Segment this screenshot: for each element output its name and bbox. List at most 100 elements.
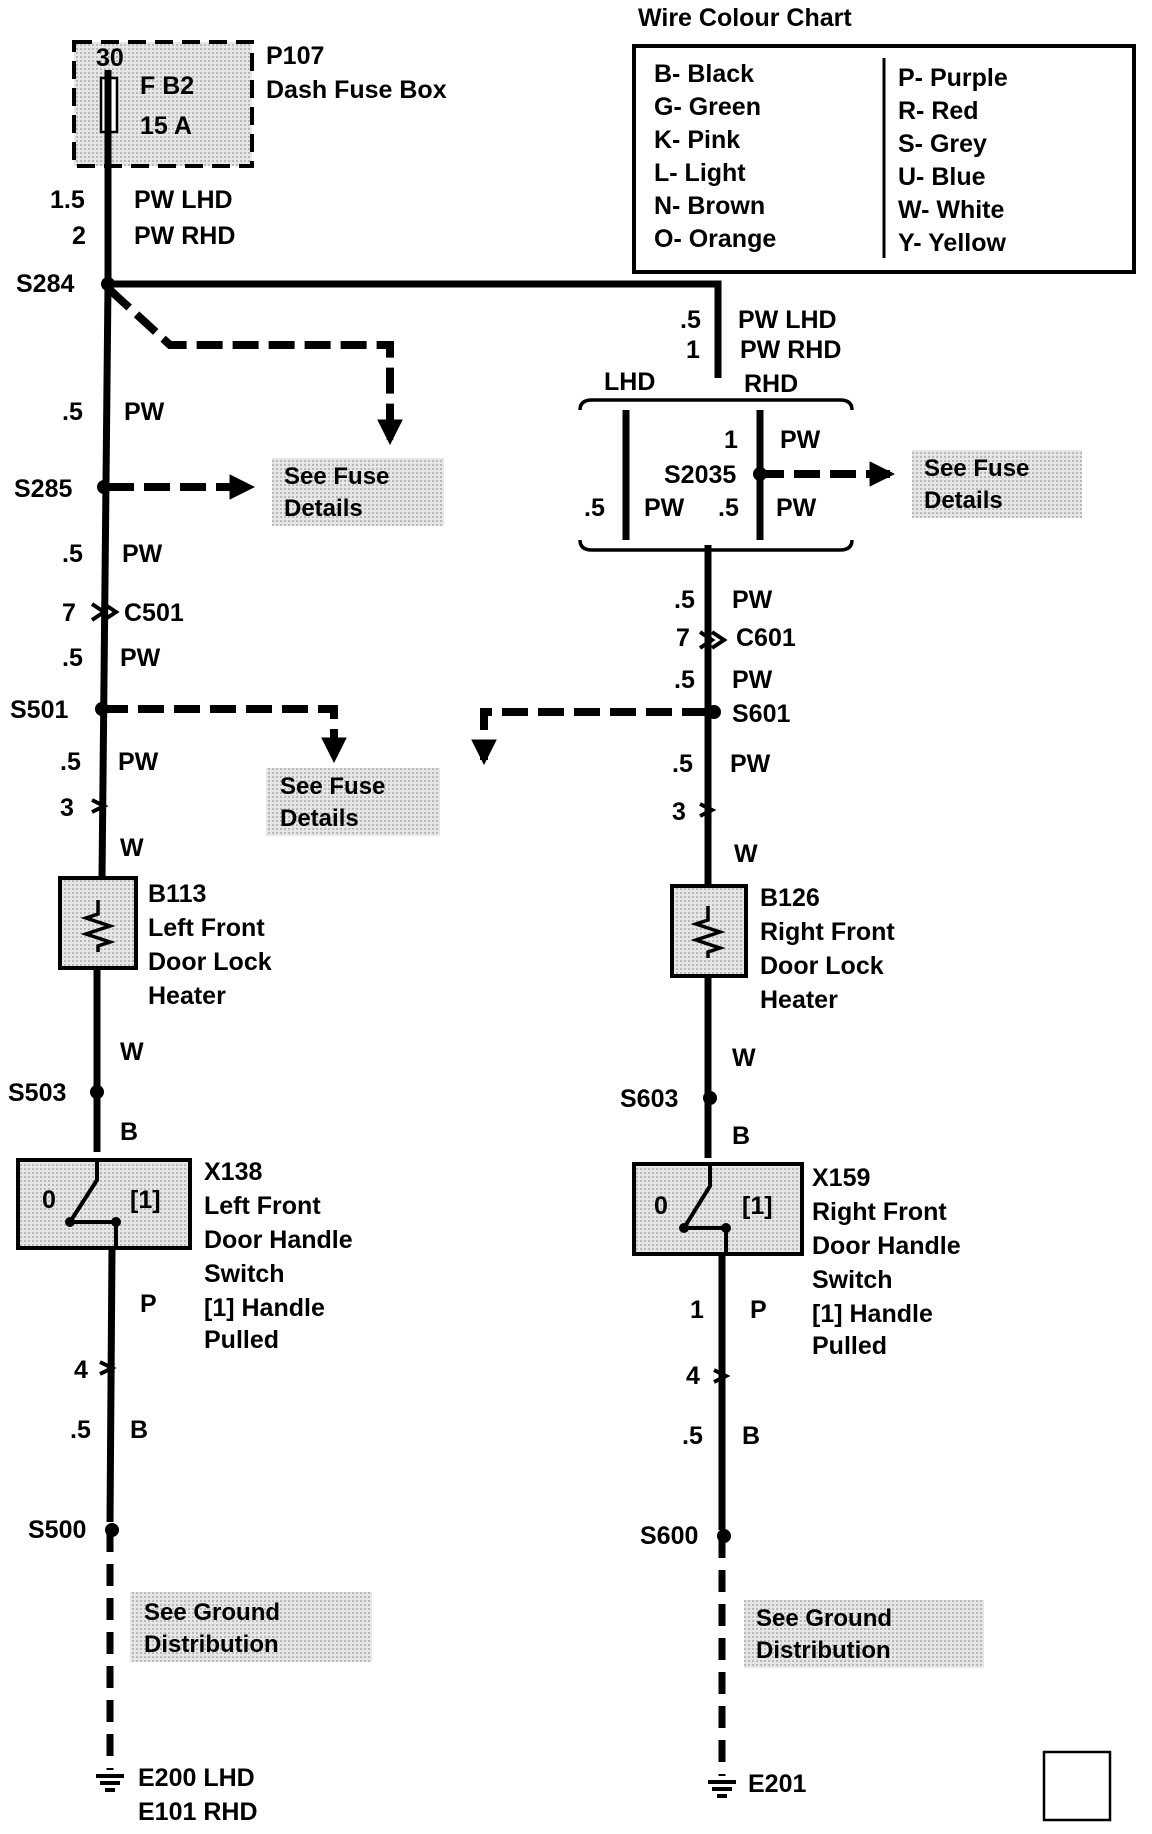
splice-dot (753, 467, 767, 481)
wire-gauge: 1 (686, 336, 700, 364)
connector-pin: 4 (74, 1356, 88, 1384)
colour-code-entry: N- Brown (654, 192, 765, 220)
ground-icon (708, 1780, 736, 1798)
see-fuse-box (912, 450, 1082, 518)
component-name: [1] Handle (204, 1294, 325, 1322)
connector-symbol (90, 602, 120, 622)
switch-right-box (632, 1162, 804, 1256)
wire-color: PW (644, 494, 685, 522)
fuse-ref-arrow (102, 705, 347, 764)
wire-color: PW (730, 750, 771, 778)
connector-pin: 3 (672, 798, 686, 826)
fuse-name: F B2 (140, 72, 194, 100)
wire-color: W (120, 1038, 144, 1066)
component-id: B113 (148, 880, 206, 908)
connector-label: C501 (124, 599, 184, 627)
wire-color: B (120, 1118, 138, 1146)
component-name: [1] Handle (812, 1300, 933, 1328)
connector-symbol (713, 1368, 731, 1384)
component-name: Heater (760, 986, 838, 1014)
component-name: Switch (812, 1266, 893, 1294)
wire-gauge: .5 (680, 306, 701, 334)
colour-code-entry: B- Black (654, 60, 754, 88)
splice-label: S501 (10, 696, 68, 724)
bracket-bottom (578, 539, 854, 552)
connector-pin: 7 (676, 624, 690, 652)
wire-gauge: 1 (724, 426, 738, 454)
wire-gauge: 1 (690, 1296, 704, 1324)
component-name: Pulled (204, 1326, 279, 1354)
variant-label: LHD (604, 368, 655, 396)
components (16, 876, 804, 1256)
component-name: Left Front (148, 914, 265, 942)
wire-gauge: .5 (674, 586, 695, 614)
splice-dot (717, 1529, 731, 1543)
wire-color: PW (776, 494, 817, 522)
component-name: Door Handle (204, 1226, 353, 1254)
lhd-rhd-bracket (578, 398, 854, 552)
connector-symbol (698, 630, 728, 650)
wire-color: P (140, 1290, 157, 1318)
component-name: Pulled (812, 1332, 887, 1360)
ground-symbols (96, 1774, 736, 1798)
wire (106, 1247, 116, 1523)
ground-label: E101 RHD (138, 1798, 258, 1826)
wire-gauge: .5 (584, 494, 605, 522)
ground-wires (106, 1530, 726, 1776)
reference-arrows (102, 287, 896, 766)
switch-position: [1] (130, 1186, 161, 1214)
chart-title: Wire Colour Chart (638, 4, 852, 32)
component-id: X159 (812, 1164, 870, 1192)
component-name: Heater (148, 982, 226, 1010)
see-ground-label: See Ground (144, 1599, 280, 1626)
fuse-rating: 15 A (140, 112, 192, 140)
switch-pivot-icon (721, 1223, 731, 1233)
connector-pin: 3 (60, 794, 74, 822)
colour-code-entry: S- Grey (898, 130, 987, 158)
fuse-box: 30 F B2 15 A P107 Dash Fuse Box 1.5 PW L… (50, 40, 447, 250)
fuse-ref-arrow (107, 287, 403, 446)
fuse-box-outline (72, 40, 254, 168)
splice-label: S503 (8, 1079, 66, 1107)
fuse-ref-arrow (471, 708, 708, 766)
colour-code-entry: P- Purple (898, 64, 1008, 92)
connector-symbol (91, 798, 109, 814)
wire-color: PW (122, 540, 163, 568)
switch-left-box (16, 1158, 192, 1250)
see-fuse-box (272, 458, 444, 526)
component-name: Right Front (812, 1198, 947, 1226)
switch-pivot-icon (65, 1217, 75, 1227)
connector-label: C601 (736, 624, 796, 652)
splice-label: S600 (640, 1522, 698, 1550)
wire-color: W (732, 1044, 756, 1072)
see-ground-label: Distribution (756, 1637, 891, 1664)
wire-color: PW (118, 748, 159, 776)
chart-frame (632, 44, 1136, 274)
splice-dot (105, 1523, 119, 1537)
component-name: Door Lock (148, 948, 272, 976)
wire-color: W (120, 834, 144, 862)
wire-color: PW (124, 398, 165, 426)
see-fuse-label: Details (284, 495, 363, 522)
see-ground-label: See Ground (756, 1605, 892, 1632)
splice-label: S285 (14, 475, 72, 503)
wire-gauge: .5 (62, 398, 83, 426)
wire-gauge: 1.5 (50, 186, 85, 214)
component-name: Door Lock (760, 952, 884, 980)
component-name: Left Front (204, 1192, 321, 1220)
wire-gauge: .5 (718, 494, 739, 522)
switch-pivot-icon (679, 1223, 689, 1233)
component-name: Door Handle (812, 1232, 961, 1260)
see-ground-box (744, 1600, 984, 1668)
ground-label: E200 LHD (138, 1764, 255, 1792)
wire-color: PW (732, 586, 773, 614)
wire-color: PW (120, 644, 161, 672)
wire-gauge: 2 (72, 222, 86, 250)
fuse-pin: 30 (96, 44, 124, 72)
component-name: Switch (204, 1260, 285, 1288)
component-name: Right Front (760, 918, 895, 946)
wire (108, 280, 722, 378)
